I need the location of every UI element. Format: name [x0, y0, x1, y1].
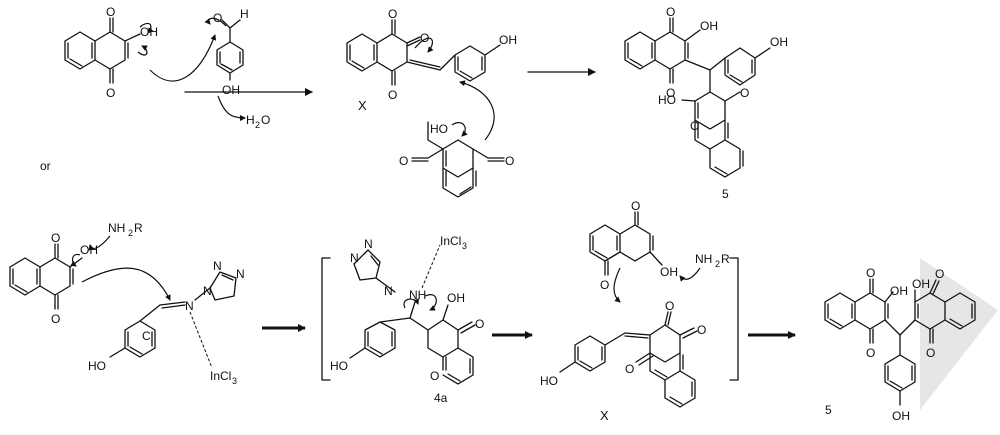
label-nh: NH [409, 288, 426, 302]
label-o: O [420, 31, 429, 45]
label-h: H [240, 7, 249, 21]
label-n: N [203, 284, 212, 298]
label-amine-sub: 2 [715, 259, 720, 269]
electron-arrow [424, 294, 437, 311]
compound-label-5: 5 [722, 187, 729, 201]
hydroxynaphthoquinone-top: O O OH [64, 5, 158, 100]
highlight-region [920, 258, 998, 410]
bracket-right [729, 257, 739, 381]
electron-arrow [88, 235, 111, 251]
label-amine: NH [695, 252, 712, 266]
label-o: O [430, 369, 439, 383]
label-water-sub: 2 [255, 120, 260, 130]
electron-arrow [70, 253, 81, 267]
label-o: O [51, 231, 60, 245]
label-oh: OH [892, 409, 910, 423]
label-amine-r: R [721, 252, 730, 266]
electron-arrow [204, 17, 227, 27]
triazole-imine: N N N N HO C InCl 3 [88, 259, 245, 386]
electron-arrow [149, 34, 217, 82]
label-o: O [631, 199, 640, 213]
water-elimination-arrow [217, 95, 246, 121]
label-o: O [106, 86, 115, 100]
label-n: N [236, 267, 245, 281]
electron-arrow [451, 122, 468, 137]
label-o: O [106, 5, 115, 19]
label-o: O [740, 86, 749, 100]
label-o: O [51, 312, 60, 326]
compound-label-4a: 4a [434, 391, 448, 405]
intermediate-x-top: O O O OH X [346, 7, 517, 113]
label-water-o: O [261, 113, 270, 127]
label-ho: HO [330, 359, 348, 373]
electron-arrow [613, 267, 621, 303]
label-oh: OH [890, 284, 908, 298]
label-o: O [475, 317, 484, 331]
label-n: N [185, 299, 194, 313]
hydroxynaphthoquinone-mid: O O HO [399, 80, 514, 198]
label-o: O [666, 5, 675, 19]
intermediate-x-bottom: O O OH NH 2 R HO O O O X [540, 199, 730, 423]
label-oh: OH [660, 265, 678, 279]
electron-arrow [679, 267, 701, 282]
label-water-h: H [246, 113, 255, 127]
label-o: O [866, 266, 875, 280]
label-o: O [926, 346, 935, 360]
label-amine-sub: 2 [128, 228, 133, 238]
label-o: O [690, 119, 699, 133]
electron-arrow [81, 267, 171, 301]
label-ho: HO [658, 93, 676, 107]
label-ho: HO [430, 122, 448, 136]
label-n: N [364, 237, 373, 251]
label-o: O [600, 278, 609, 292]
label-oh: OH [447, 291, 465, 305]
electron-arrow [139, 22, 154, 34]
label-o: O [666, 86, 675, 100]
label-amine-r: R [134, 221, 143, 235]
compound-label-5: 5 [825, 403, 832, 417]
label-oh: OH [700, 19, 718, 33]
label-amine: NH [108, 221, 125, 235]
product-5-bottom: O O OH OH O O OH 5 [824, 266, 976, 423]
product-5-top: O O OH OH O HO O 5 [624, 5, 788, 201]
label-o: O [399, 154, 408, 168]
label-or: or [40, 159, 51, 173]
label-n: N [384, 284, 393, 298]
label-ho: HO [88, 359, 106, 373]
label-o: O [505, 154, 514, 168]
label-o: O [625, 362, 634, 376]
label-o: O [697, 323, 706, 337]
intermediate-4a: N N N NH InCl 3 HO OH O O 4a [330, 234, 484, 405]
label-oh: OH [222, 83, 240, 97]
label-o: O [388, 7, 397, 21]
label-x: X [358, 98, 367, 113]
electron-arrow [459, 80, 495, 141]
electron-arrow [414, 37, 434, 53]
label-o: O [866, 346, 875, 360]
label-n: N [213, 259, 222, 273]
label-ho: HO [540, 374, 558, 388]
label-o: O [213, 11, 222, 25]
label-incl-sub: 3 [462, 241, 467, 251]
label-x: X [600, 408, 609, 423]
label-c: C [142, 329, 151, 343]
label-incl-sub: 3 [232, 376, 237, 386]
label-oh: OH [499, 33, 517, 47]
label-o: O [665, 299, 674, 313]
label-o: O [388, 88, 397, 102]
label-oh: OH [80, 243, 98, 257]
bracket-left [321, 257, 331, 381]
hydroxynaphthoquinone-bottom: O O OH NH 2 R [9, 221, 171, 326]
label-incl: InCl [210, 369, 231, 383]
label-n: N [350, 251, 359, 265]
label-o: O [935, 267, 944, 281]
label-oh: OH [912, 277, 930, 291]
hydroxybenzaldehyde-top: O H OH [149, 7, 249, 97]
label-incl: InCl [440, 234, 461, 248]
label-oh: OH [770, 35, 788, 49]
electron-arrow [137, 45, 148, 56]
electron-arrow [403, 298, 420, 309]
